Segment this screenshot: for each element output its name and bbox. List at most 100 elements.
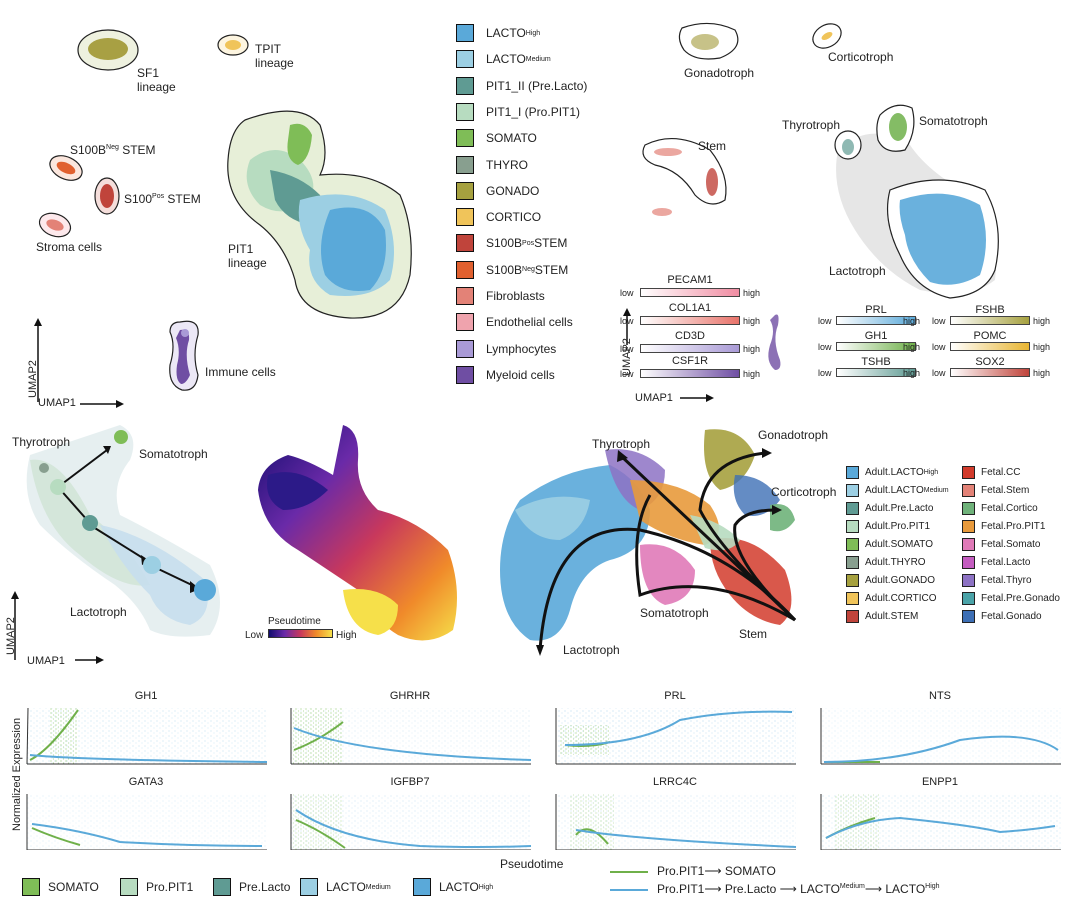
marker-label-corticotroph: Corticotroph bbox=[828, 50, 894, 64]
gradient-high: high bbox=[903, 342, 921, 352]
gradient-low: low bbox=[620, 316, 634, 326]
marker-umap-plot bbox=[623, 22, 999, 402]
legend-item: SOMATO bbox=[22, 877, 99, 897]
legend-item: Fibroblasts bbox=[456, 285, 545, 307]
gradient-title: PECAM1 bbox=[667, 274, 713, 286]
int-label-lactotroph: Lactotroph bbox=[563, 643, 620, 657]
top-umap-xaxis-label: UMAP1 bbox=[38, 397, 76, 409]
legend-swatch bbox=[846, 538, 859, 551]
int-label-somatotroph: Somatotroph bbox=[640, 606, 709, 620]
int-label-gonadotroph: Gonadotroph bbox=[758, 428, 829, 442]
gradient-title: CSF1R bbox=[671, 355, 709, 367]
panel-title: GATA3 bbox=[128, 776, 164, 788]
panel-title: NTS bbox=[929, 690, 951, 702]
legend-item: Fetal.Thyro bbox=[962, 572, 1032, 589]
gradient-high: high bbox=[903, 368, 921, 378]
gradient-bar bbox=[950, 342, 1030, 351]
legend-swatch bbox=[846, 610, 859, 623]
legend-item: Adult.Pro.PIT1 bbox=[846, 518, 930, 535]
legend-item: Adult.SOMATO bbox=[846, 536, 933, 553]
panel-title: LRRC4C bbox=[652, 776, 697, 788]
legend-swatch bbox=[456, 24, 474, 42]
legend-line-label: Pro.PIT1⟶ SOMATO bbox=[657, 864, 776, 878]
legend-swatch bbox=[456, 76, 474, 95]
gradient-low: low bbox=[818, 342, 832, 352]
top-umap-yaxis-label: UMAP2 bbox=[27, 360, 39, 398]
gradient-bar bbox=[640, 369, 740, 378]
legend-swatch bbox=[22, 878, 40, 896]
legend-swatch bbox=[300, 878, 318, 896]
gradient-high: high bbox=[1033, 342, 1051, 352]
gradient-title: FSHB bbox=[975, 304, 1005, 316]
legend-item: Endothelial cells bbox=[456, 311, 573, 333]
pseudotime-low: Low bbox=[245, 630, 264, 641]
cluster-label-sf1: SF1 lineage bbox=[137, 66, 176, 94]
marker-label-stem: Stem bbox=[698, 139, 727, 153]
traj-xaxis-label: UMAP1 bbox=[27, 655, 65, 667]
legend-item: Adult.THYRO bbox=[846, 554, 926, 571]
legend-swatch bbox=[456, 129, 474, 148]
legend-swatch bbox=[962, 538, 975, 551]
gradient-high: high bbox=[743, 288, 761, 298]
int-label-stem: Stem bbox=[739, 627, 768, 641]
legend-item: Fetal.Lacto bbox=[962, 554, 1030, 571]
gradient-title: PRL bbox=[865, 304, 887, 316]
legend-item: Adult.STEM bbox=[846, 608, 918, 625]
legend-swatch bbox=[456, 287, 474, 305]
gradient-low: low bbox=[620, 369, 634, 379]
legend-swatch bbox=[962, 466, 975, 479]
gradient-low: low bbox=[818, 316, 832, 326]
legend-swatch bbox=[962, 556, 975, 569]
legend-swatch bbox=[846, 592, 859, 605]
legend-item: Fetal.Cortico bbox=[962, 500, 1038, 517]
legend-swatch bbox=[456, 339, 474, 358]
marker-label-lactotroph: Lactotroph bbox=[829, 264, 886, 278]
gradient-low: low bbox=[932, 316, 946, 326]
traj-yaxis-label: UMAP2 bbox=[5, 617, 17, 655]
legend-item: SOMATO bbox=[456, 127, 537, 149]
gradient-bar bbox=[836, 342, 916, 351]
gradient-low: low bbox=[932, 342, 946, 352]
legend-item: Fetal.Somato bbox=[962, 536, 1040, 553]
cluster-label-tpit: TPIT lineage bbox=[255, 42, 294, 70]
gradient-low: low bbox=[620, 344, 634, 354]
gradient-title: POMC bbox=[973, 330, 1007, 342]
legend-item: Adult.Pre.Lacto bbox=[846, 500, 933, 517]
legend-item: CORTICO bbox=[456, 206, 541, 228]
panel-title: GHRHR bbox=[389, 690, 431, 702]
gradient-high: high bbox=[743, 344, 761, 354]
gradient-bar bbox=[950, 368, 1030, 377]
legend-swatch bbox=[456, 365, 474, 384]
gradient-high: high bbox=[743, 369, 761, 379]
legend-swatch bbox=[456, 234, 474, 253]
legend-swatch bbox=[456, 155, 474, 174]
gradient-bar bbox=[836, 316, 916, 325]
legend-item: Fetal.Pre.Gonado bbox=[962, 590, 1060, 607]
legend-item: Adult.CORTICO bbox=[846, 590, 937, 607]
expression-panels bbox=[26, 707, 1061, 850]
marker-label-thyrotroph: Thyrotroph bbox=[782, 118, 841, 132]
gradient-low: low bbox=[932, 368, 946, 378]
gradient-bar bbox=[950, 316, 1030, 325]
legend-swatch bbox=[456, 313, 474, 332]
legend-swatch bbox=[846, 520, 859, 533]
gradient-title: TSHB bbox=[861, 356, 891, 368]
marker-label-gonadotroph: Gonadotroph bbox=[684, 66, 755, 80]
gradient-title: GH1 bbox=[864, 330, 888, 342]
pseudotime-title: Pseudotime bbox=[268, 616, 321, 627]
legend-swatch bbox=[456, 260, 474, 279]
legend-item: Lymphocytes bbox=[456, 338, 556, 360]
gradient-high: high bbox=[1033, 368, 1051, 378]
panel-title: ENPP1 bbox=[921, 776, 959, 788]
legend-item: Adult.GONADO bbox=[846, 572, 935, 589]
pseudotime-high: High bbox=[336, 630, 357, 641]
cluster-label-pit1: PIT1 lineage bbox=[228, 242, 267, 270]
panel-title: IGFBP7 bbox=[390, 776, 430, 788]
pseudotime-plot bbox=[258, 425, 457, 641]
legend-swatch bbox=[962, 484, 975, 497]
